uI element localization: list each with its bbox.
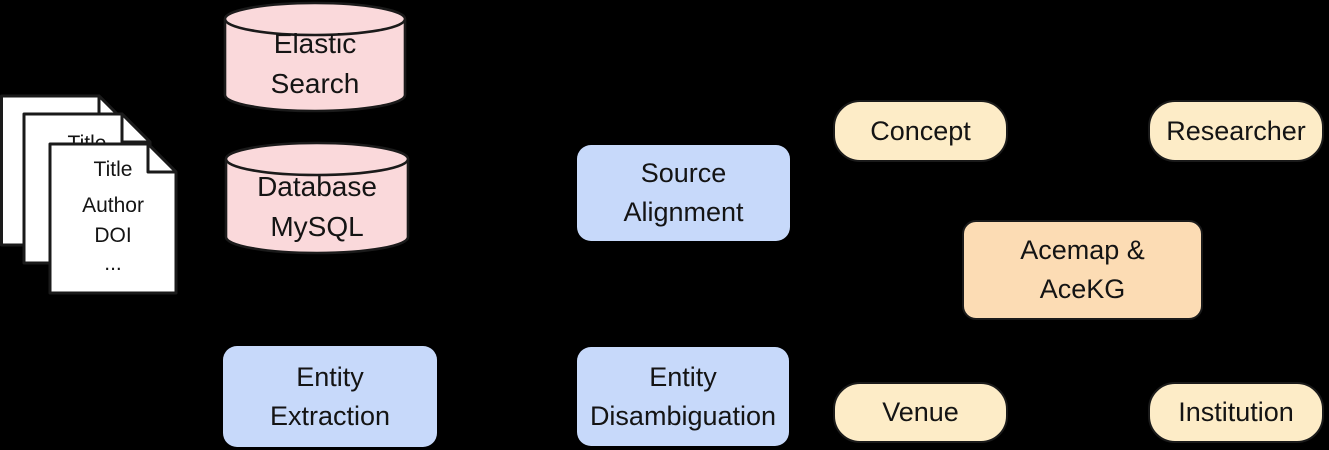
process-source-alignment: Source Alignment: [577, 145, 790, 241]
entity-label: Venue: [882, 397, 959, 427]
process-entity-extraction: Entity Extraction: [223, 346, 437, 447]
process-label: Extraction: [269, 400, 391, 431]
process-entity-disambiguation: Entity Disambiguation: [577, 347, 789, 446]
document-front-labels: Title Author DOI ...: [82, 158, 144, 275]
process-label: Disambiguation: [589, 400, 777, 431]
document-front: [48, 142, 178, 295]
datastore-label: Database: [257, 171, 377, 202]
datastore-label: Search: [271, 68, 360, 99]
entity-venue: Venue: [833, 382, 1008, 443]
process-label: Entity: [296, 361, 364, 392]
hub-label: Acemap &: [1020, 235, 1145, 265]
document-stack: Title Title Author DOI ...: [0, 94, 178, 295]
entity-label: Researcher: [1166, 115, 1306, 146]
datastore-label: Elastic: [274, 28, 356, 59]
hub-acemap-acekg: Acemap & AceKG: [962, 220, 1203, 320]
svg-text:Author: Author: [82, 194, 144, 217]
svg-text:...: ...: [104, 252, 122, 275]
svg-text:DOI: DOI: [94, 224, 131, 247]
entity-label: Concept: [870, 115, 971, 146]
entity-institution: Institution: [1148, 382, 1324, 443]
hub-label: AceKG: [1039, 274, 1126, 304]
datastore-label: MySQL: [270, 211, 363, 242]
entity-concept: Concept: [833, 100, 1008, 162]
svg-text:Title: Title: [94, 158, 133, 181]
entity-researcher: Researcher: [1148, 100, 1324, 162]
datastore-elastic-search: Elastic Search: [223, 1, 407, 113]
process-label: Entity: [649, 361, 717, 392]
entity-label: Institution: [1178, 397, 1294, 427]
process-label: Source: [640, 158, 727, 188]
process-label: Alignment: [623, 197, 744, 227]
datastore-database-mysql: Database MySQL: [224, 141, 410, 255]
